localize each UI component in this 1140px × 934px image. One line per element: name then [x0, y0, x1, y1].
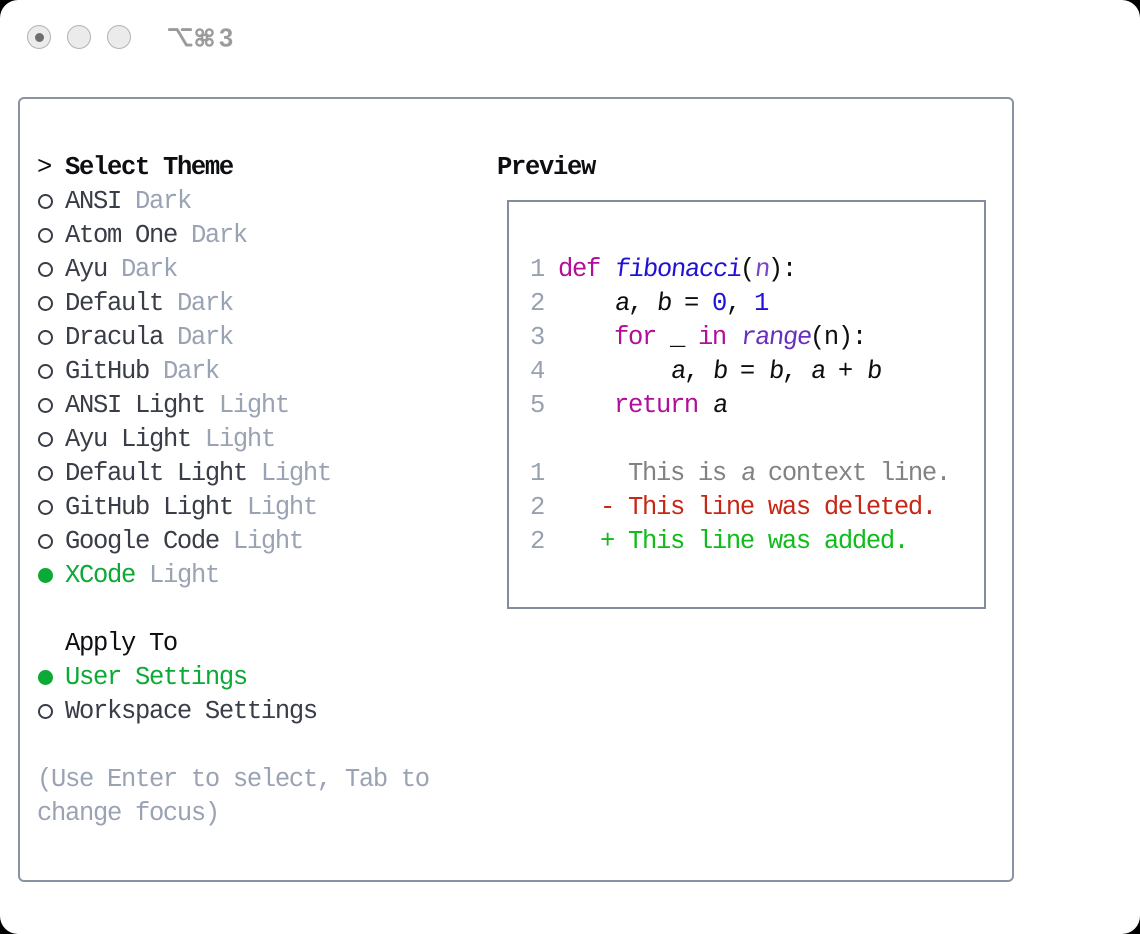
svg-text:3: 3: [219, 28, 233, 49]
